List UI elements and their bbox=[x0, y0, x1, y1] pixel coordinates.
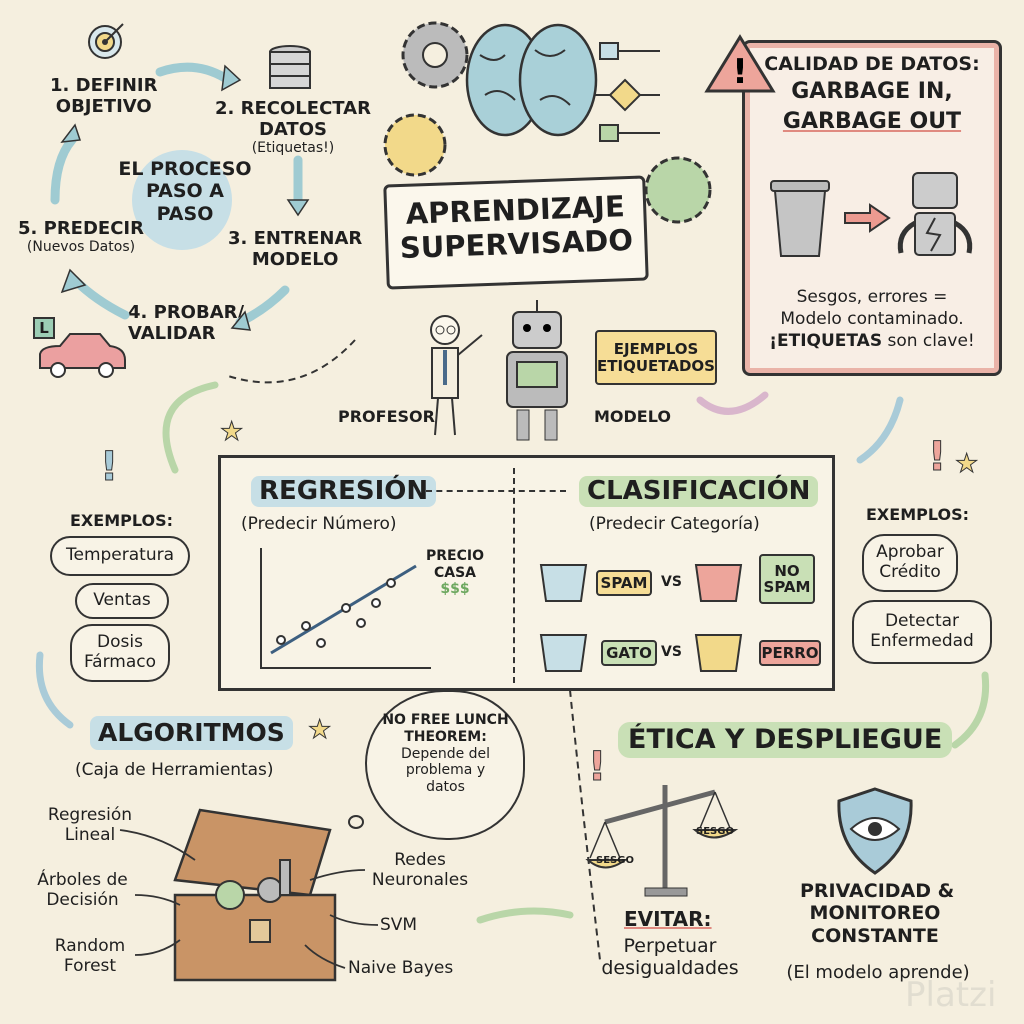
example-dosis-farmaco: Dosis Fármaco bbox=[70, 624, 170, 682]
shield-eye-icon bbox=[837, 787, 913, 875]
toolbox-icon bbox=[173, 808, 337, 982]
brain-gears-illustration bbox=[383, 21, 712, 224]
balance-scale-icon bbox=[585, 785, 739, 897]
example-temperatura: Temperatura bbox=[50, 536, 190, 576]
quality-text-3: son clave! bbox=[882, 331, 975, 352]
no-spam-tag: NO SPAM bbox=[759, 554, 815, 604]
database-icon bbox=[269, 45, 311, 89]
quality-title: CALIDAD DE DATOS: bbox=[764, 53, 980, 75]
regression-scatter-plot bbox=[260, 548, 431, 669]
process-center-circle bbox=[132, 150, 232, 250]
svg-text:★: ★ bbox=[955, 449, 978, 479]
avoid-title: EVITAR: bbox=[624, 907, 712, 931]
learner-badge: L bbox=[33, 317, 55, 339]
data-quality-panel: CALIDAD DE DATOS: GARBAGE IN, GARBAGE OU… bbox=[742, 40, 1002, 376]
dog-tag: PERRO bbox=[759, 640, 821, 666]
example-aprobar-credito: Aprobar Crédito bbox=[862, 534, 958, 592]
vs-label: VS bbox=[661, 574, 682, 590]
svg-text:!: ! bbox=[928, 434, 946, 480]
example-ventas: Ventas bbox=[75, 583, 169, 619]
classification-bins bbox=[539, 564, 743, 672]
algorithms-subtitle: (Caja de Herramientas) bbox=[75, 760, 274, 780]
classification-examples-label: EXEMPLOS: bbox=[866, 505, 969, 524]
algo-redes-neuronales: Redes Neuronales bbox=[371, 850, 469, 891]
quality-text-2: Modelo contaminado. bbox=[780, 309, 964, 330]
algo-arboles-decision: Árboles de Decisión bbox=[37, 870, 128, 911]
star-icon: ★ ★ ★ bbox=[220, 417, 979, 746]
regression-examples-label: EXEMPLOS: bbox=[70, 511, 173, 530]
regression-classification-panel: REGRESIÓN (Predecir Número) CLASIFICACIÓ… bbox=[218, 455, 835, 691]
regression-title: REGRESIÓN bbox=[251, 476, 437, 507]
professor-label: PROFESOR bbox=[338, 407, 435, 426]
algo-random-forest: Random Forest bbox=[54, 936, 126, 977]
thought-bubble-dot bbox=[348, 815, 364, 829]
professor-icon bbox=[430, 315, 483, 436]
example-detectar-enfermedad: Detectar Enfermedad bbox=[852, 600, 992, 664]
warning-icon: ! bbox=[704, 34, 776, 93]
quality-text-3-bold: ¡ETIQUETAS bbox=[769, 331, 883, 352]
svg-text:!: ! bbox=[100, 444, 118, 490]
classification-subtitle: (Predecir Categoría) bbox=[589, 514, 760, 534]
algo-regresion-lineal: Regresión Lineal bbox=[47, 805, 133, 846]
thought-cloud bbox=[365, 690, 525, 840]
svg-text:!: ! bbox=[732, 52, 748, 92]
spam-tag: SPAM bbox=[596, 570, 652, 596]
quality-line-out: GARBAGE OUT bbox=[782, 109, 962, 135]
classification-title: CLASIFICACIÓN bbox=[579, 476, 819, 507]
algo-svm: SVM bbox=[380, 915, 418, 935]
broken-robot-icon bbox=[897, 172, 973, 256]
regression-subtitle: (Predecir Número) bbox=[241, 514, 397, 534]
quality-text-1: Sesgos, errores = bbox=[796, 287, 948, 307]
vs-label: VS bbox=[661, 644, 682, 660]
algorithms-title: ALGORITMOS bbox=[90, 716, 293, 750]
trash-can-icon bbox=[770, 180, 830, 257]
step-predict: 5. PREDECIR(Nuevos Datos) bbox=[18, 218, 144, 256]
cat-tag: GATO bbox=[601, 640, 657, 666]
target-icon bbox=[88, 23, 124, 59]
scale-label-left: SESGO bbox=[596, 855, 634, 866]
cycle-arrows bbox=[50, 62, 310, 331]
ethics-title: ÉTICA Y DESPLIEGUE bbox=[618, 722, 953, 758]
watermark-logo: Platzi bbox=[905, 975, 997, 1015]
svg-text:★: ★ bbox=[220, 417, 243, 447]
privacy-note: (El modelo aprende) bbox=[786, 962, 970, 983]
svg-text:!: ! bbox=[588, 744, 606, 790]
quality-line-in: GARBAGE IN, bbox=[791, 79, 953, 105]
scale-label-right: SESGO bbox=[696, 826, 734, 837]
algo-naive-bayes: Naive Bayes bbox=[348, 958, 454, 978]
car-icon bbox=[39, 333, 126, 378]
arrow-right-icon bbox=[844, 203, 891, 233]
svg-text:★: ★ bbox=[308, 715, 331, 745]
step-test-validate: 4. PROBAR/VALIDAR bbox=[128, 302, 245, 345]
dashed-arrow bbox=[426, 490, 566, 492]
model-label: MODELO bbox=[594, 407, 671, 426]
robot-model-icon bbox=[506, 300, 568, 441]
